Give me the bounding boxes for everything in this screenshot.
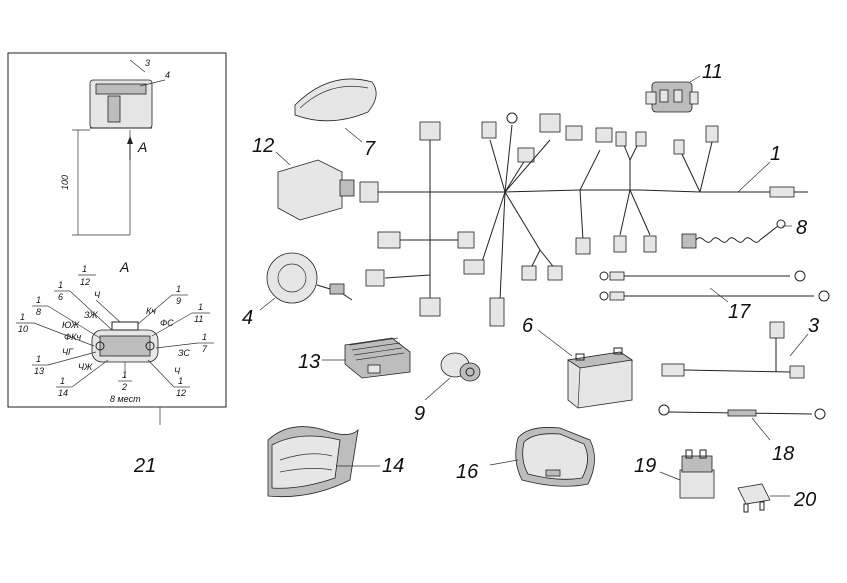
part-13-regulator [344,337,411,379]
part-9-switch [440,352,481,382]
svg-text:1: 1 [198,302,203,312]
svg-text:ЧГ: ЧГ [62,347,74,357]
callout-20: 20 [793,489,816,511]
svg-text:Кч: Кч [146,306,156,316]
callout-16: 16 [456,461,479,483]
inset-frame [7,52,227,408]
dimension-value: 100 [60,175,70,190]
svg-text:14: 14 [58,388,68,398]
callout-17: 17 [728,301,751,323]
svg-text:1: 1 [36,354,41,364]
part-18-wire [658,404,826,420]
svg-text:8: 8 [36,307,41,317]
view-arrow-icon [127,136,133,144]
svg-text:1: 1 [202,332,207,342]
svg-text:1: 1 [176,284,181,294]
callout-4: 4 [242,307,253,329]
part-3-harness [661,321,805,379]
svg-text:1: 1 [178,376,183,386]
svg-text:1: 1 [20,312,25,322]
connector-face [91,321,159,363]
part-11-coil [645,81,699,113]
callout-11: 11 [702,61,723,83]
wire-label: 1 13 ЧГ [32,347,97,376]
wire-labels: 1 12 Ч 1 6 ЗЖ 1 8 ЮЖ [16,264,214,404]
callout-12: 12 [252,135,274,157]
svg-text:1: 1 [60,376,65,386]
callout-3: 3 [808,315,819,337]
inset-part-4: 4 [165,70,170,80]
callout-6: 6 [522,315,534,337]
part-14-headlight [267,426,359,498]
svg-text:Ч: Ч [94,290,101,300]
svg-text:10: 10 [18,324,28,334]
svg-text:6: 6 [58,292,63,302]
callout-8: 8 [796,217,807,239]
pin-count: 8 мест [110,394,141,404]
callout-19: 19 [634,455,656,477]
part-12-ecu [277,159,355,221]
svg-text:ЮЖ: ЮЖ [62,320,80,330]
callout-9: 9 [414,403,425,425]
wire-label: 1 10 ФКч [16,312,95,347]
wire-label: 1 2 8 мест [110,362,141,404]
inset-panel: 3 4 100 A A 1 12 [7,52,227,408]
part-4-horn [266,252,353,304]
svg-text:Ч: Ч [174,366,181,376]
svg-text:1: 1 [36,295,41,305]
svg-text:1: 1 [58,280,63,290]
leader-3 [129,59,146,73]
wire-label: 1 12 Ч [78,264,121,323]
view-title: A [119,259,129,275]
inset-part-3: 3 [145,58,150,68]
callout-13: 13 [298,351,320,373]
part-6-battery [566,347,634,409]
callout-1: 1 [770,143,781,165]
callout-14: 14 [382,455,404,477]
callout-18: 18 [772,443,794,465]
wire-label: 1 11 ФС [151,302,210,337]
svg-text:2: 2 [121,382,127,392]
part-1-harness [359,112,808,327]
wire-label: 1 9 Кч [137,284,188,325]
svg-text:ФКч: ФКч [64,332,81,342]
connector-drawing [89,79,153,129]
wire-label: 1 14 ЧЖ [56,359,109,398]
svg-text:9: 9 [176,296,181,306]
svg-text:12: 12 [176,388,186,398]
svg-text:ФС: ФС [160,318,174,328]
svg-text:1: 1 [82,264,87,274]
part-16-dashboard [515,427,595,487]
svg-text:7: 7 [202,344,208,354]
part-7-cover [294,78,377,122]
wire-label: 1 7 ЗС [155,332,214,358]
svg-text:ЗЖ: ЗЖ [84,310,98,320]
part-17-wires [599,270,830,302]
part-19-relay [679,449,715,499]
svg-text:ЗС: ЗС [178,348,190,358]
callout-21: 21 [133,455,156,477]
svg-text:12: 12 [80,277,90,287]
part-8-cable [681,219,786,249]
dimension-line: 100 [60,129,131,236]
svg-text:1: 1 [122,370,127,380]
svg-text:ЧЖ: ЧЖ [78,362,93,372]
wire-label: 1 8 ЮЖ [32,295,101,339]
svg-text:13: 13 [34,366,44,376]
callout-7: 7 [364,138,376,160]
view-arrow-label: A [137,139,147,155]
svg-text:11: 11 [194,314,203,324]
wire-label: 1 12 Ч [147,359,190,398]
part-20-fuse [737,483,771,513]
wire-label: 1 6 ЗЖ [54,280,113,331]
